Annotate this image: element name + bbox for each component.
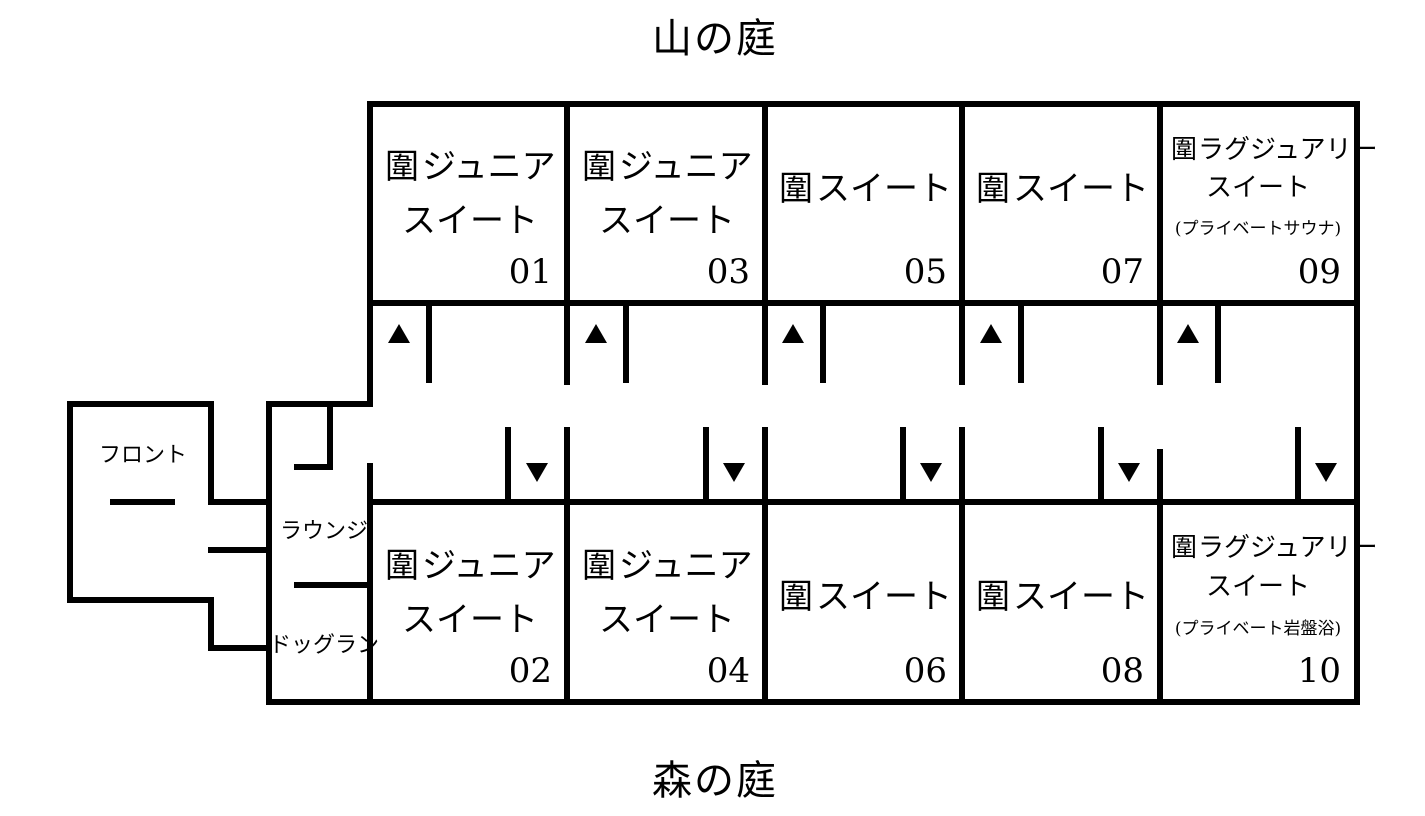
room-glyph-icon: 圍 bbox=[385, 147, 419, 187]
room-glyph-icon: 圍 bbox=[582, 147, 616, 187]
room-glyph-icon: 圍 bbox=[582, 546, 616, 586]
room-top-01[interactable]: 圍 ジュニア スイート 01 bbox=[385, 147, 556, 292]
room-name-line2: スイート bbox=[1206, 572, 1310, 602]
down-arrow-icon bbox=[723, 463, 745, 482]
room-name-line1: スイート bbox=[816, 577, 952, 617]
down-arrow-icon bbox=[1315, 463, 1337, 482]
room-name-line1: スイート bbox=[1013, 577, 1149, 617]
entry-arrows-top bbox=[388, 324, 1199, 343]
room-bottom-04[interactable]: 圍 ジュニア スイート 04 bbox=[582, 546, 753, 691]
room-name-line1: ラグジュアリー bbox=[1198, 533, 1378, 563]
room-number: 06 bbox=[904, 651, 947, 691]
room-glyph-icon: 圍 bbox=[976, 577, 1010, 617]
room-top-09[interactable]: 圍 ラグジュアリー スイート (プライベートサウナ) 09 bbox=[1171, 135, 1378, 292]
room-bottom-06[interactable]: 圍 スイート 06 bbox=[779, 577, 952, 691]
lounge-label: ラウンジ bbox=[280, 519, 368, 544]
up-arrow-icon bbox=[1177, 324, 1199, 343]
room-number: 07 bbox=[1101, 252, 1144, 292]
room-note: (プライベートサウナ) bbox=[1175, 219, 1341, 239]
dogrun-label: ドッグラン bbox=[269, 633, 379, 658]
room-number: 10 bbox=[1298, 651, 1341, 691]
garden-label-bottom: 森の庭 bbox=[652, 758, 778, 804]
room-glyph-icon: 圍 bbox=[385, 546, 419, 586]
room-name-line1: ラグジュアリー bbox=[1198, 135, 1378, 165]
room-name-line1: ジュニア bbox=[619, 546, 753, 586]
room-top-05[interactable]: 圍 スイート 05 bbox=[779, 169, 952, 292]
room-number: 01 bbox=[509, 252, 552, 292]
up-arrow-icon bbox=[980, 324, 1002, 343]
room-top-03[interactable]: 圍 ジュニア スイート 03 bbox=[582, 147, 753, 292]
room-number: 05 bbox=[904, 252, 947, 292]
room-number: 03 bbox=[707, 252, 750, 292]
room-glyph-icon: 圍 bbox=[779, 169, 813, 209]
room-name-line2: スイート bbox=[402, 201, 538, 241]
entry-arrows-bottom bbox=[526, 463, 1337, 482]
room-name-line2: スイート bbox=[402, 600, 538, 640]
room-name-line2: スイート bbox=[599, 201, 735, 241]
room-number: 08 bbox=[1101, 651, 1144, 691]
room-name-line2: スイート bbox=[599, 600, 735, 640]
room-glyph-icon: 圍 bbox=[779, 577, 813, 617]
room-glyph-icon: 圍 bbox=[976, 169, 1010, 209]
room-name-line1: ジュニア bbox=[422, 546, 556, 586]
room-glyph-icon: 圍 bbox=[1171, 533, 1197, 563]
room-glyph-icon: 圍 bbox=[1171, 135, 1197, 165]
down-arrow-icon bbox=[526, 463, 548, 482]
room-bottom-08[interactable]: 圍 スイート 08 bbox=[976, 577, 1149, 691]
room-top-07[interactable]: 圍 スイート 07 bbox=[976, 169, 1149, 292]
up-arrow-icon bbox=[585, 324, 607, 343]
room-name-line1: スイート bbox=[1013, 169, 1149, 209]
room-name-line1: スイート bbox=[816, 169, 952, 209]
room-bottom-10[interactable]: 圍 ラグジュアリー スイート (プライベート岩盤浴) 10 bbox=[1171, 533, 1378, 691]
front-label: フロント bbox=[99, 443, 187, 468]
garden-label-top: 山の庭 bbox=[652, 16, 778, 62]
room-number: 09 bbox=[1298, 252, 1341, 292]
room-note: (プライベート岩盤浴) bbox=[1175, 619, 1341, 639]
room-number: 04 bbox=[707, 651, 750, 691]
down-arrow-icon bbox=[1118, 463, 1140, 482]
down-arrow-icon bbox=[920, 463, 942, 482]
room-name-line2: スイート bbox=[1206, 173, 1310, 203]
up-arrow-icon bbox=[782, 324, 804, 343]
room-name-line1: ジュニア bbox=[619, 147, 753, 187]
room-name-line1: ジュニア bbox=[422, 147, 556, 187]
room-bottom-02[interactable]: 圍 ジュニア スイート 02 bbox=[385, 546, 556, 691]
up-arrow-icon bbox=[388, 324, 410, 343]
room-number: 02 bbox=[509, 651, 552, 691]
